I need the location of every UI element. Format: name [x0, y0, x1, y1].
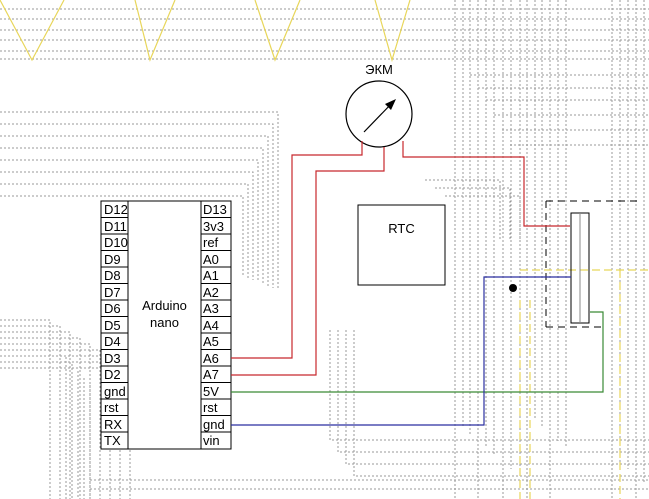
- left-pin-tx: TX: [104, 433, 121, 448]
- background-trace: [0, 337, 81, 499]
- wire-a7-to-meter: [231, 147, 385, 376]
- wire-5v: [231, 311, 604, 393]
- left-pin-d6: D6: [104, 301, 121, 316]
- background-trace: [0, 111, 279, 290]
- left-pin-d5: D5: [104, 317, 121, 333]
- junction-dot: [509, 284, 517, 292]
- meter-arrow-head: [385, 99, 396, 110]
- meter-gauge: [345, 80, 413, 148]
- background-trace: [435, 187, 511, 240]
- right-pin-a1: A1: [203, 268, 219, 283]
- meter-label: ЭКМ: [365, 62, 393, 77]
- right-pin-a5: A5: [203, 334, 219, 349]
- background-trace: [0, 135, 269, 286]
- arduino-title-line1: Arduino: [142, 298, 187, 313]
- arduino-nano-module: [100, 200, 232, 450]
- pin-grid: [101, 217, 231, 433]
- background-trace: [353, 330, 649, 477]
- left-pin-rx: RX: [104, 416, 123, 432]
- right-pin-3v3: 3v3: [203, 218, 224, 234]
- rtc-module: [357, 204, 446, 286]
- right-pin-a7: A7: [203, 367, 219, 382]
- right-pin-rst: rst: [203, 400, 218, 415]
- signal-wires: [231, 141, 604, 426]
- yellow-trace: [134, 0, 176, 62]
- arduino-title-line2: nano: [150, 315, 179, 330]
- right-pin-a0: A0: [203, 251, 219, 267]
- right-pin-ref: ref: [203, 235, 219, 250]
- right-pin-a3: A3: [203, 301, 219, 316]
- right-pin-gnd: gnd: [203, 416, 225, 432]
- background-trace: [337, 330, 649, 453]
- background-trace: [0, 159, 259, 282]
- background-trace: [0, 195, 244, 276]
- left-pin-d2: D2: [104, 367, 121, 382]
- left-pin-d4: D4: [104, 334, 121, 349]
- left-pin-d11: D11: [104, 218, 127, 234]
- left-pin-rst: rst: [104, 400, 119, 415]
- background-trace: [0, 171, 254, 280]
- background-trace: [445, 195, 521, 240]
- background-trace: [329, 330, 649, 441]
- right-pin-a6: A6: [203, 350, 219, 366]
- background-trace: [0, 331, 71, 499]
- right-pin-vin: vin: [203, 433, 220, 448]
- wire-meter-right: [402, 141, 570, 227]
- background-trace: [425, 179, 501, 240]
- rtc-label: RTC: [388, 221, 415, 236]
- right-pin-d13: D13: [203, 202, 227, 217]
- background-trace: [0, 355, 111, 499]
- left-pin-d9: D9: [104, 251, 121, 267]
- right-connector: [545, 200, 640, 328]
- left-pin-d8: D8: [104, 268, 121, 283]
- arduino-body: [127, 200, 202, 450]
- left-pin-d7: D7: [104, 284, 121, 300]
- meter-circle: [345, 80, 413, 148]
- yellow-trace: [0, 0, 65, 62]
- background-trace: [0, 319, 51, 499]
- right-pin-a4: A4: [203, 317, 219, 333]
- right-pin-a2: A2: [203, 284, 219, 300]
- background-trace: [0, 349, 101, 499]
- yellow-trace: [254, 0, 301, 62]
- left-pin-d3: D3: [104, 350, 121, 366]
- left-pin-gnd: gnd: [104, 383, 126, 399]
- background-trace: [0, 183, 249, 278]
- wire-gnd: [231, 276, 571, 426]
- left-pin-d10: D10: [104, 235, 128, 250]
- background-trace: [0, 343, 91, 499]
- left-pin-d12: D12: [104, 202, 128, 217]
- wire-a6-to-meter: [231, 141, 363, 359]
- background-trace: [0, 147, 264, 284]
- background-trace: [345, 330, 649, 465]
- background-trace: [0, 123, 274, 288]
- background-trace: [0, 325, 61, 499]
- yellow-trace: [374, 0, 411, 63]
- right-pin-5v: 5V: [203, 383, 219, 399]
